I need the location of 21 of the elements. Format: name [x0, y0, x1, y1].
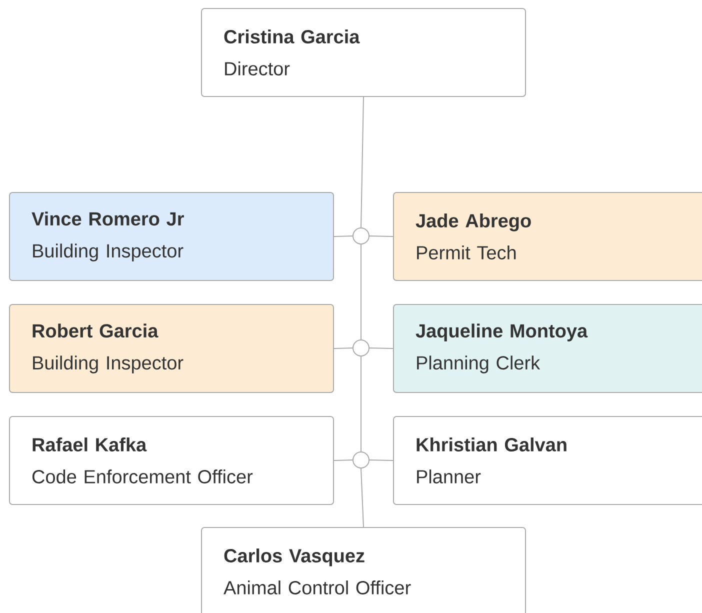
person-box: Rafael Kafka Code Enforcement Officer [9, 416, 334, 505]
junction-circle [352, 452, 370, 468]
connector-line [360, 244, 362, 340]
person-box: Jade Abrego Permit Tech [393, 192, 702, 281]
person-box: Jaqueline Montoya Planning Clerk [393, 304, 702, 393]
junction-circle [352, 228, 370, 244]
connector-line [334, 460, 353, 461]
person-box: Khristian Galvan Planner [393, 416, 702, 505]
connector-line [369, 348, 394, 349]
connector-line [360, 468, 364, 528]
connector-line [369, 460, 394, 461]
person-box: Carlos Vasquez Animal Control Officer [201, 527, 526, 613]
connector-line [334, 348, 353, 349]
connector-line [334, 236, 353, 237]
connector-line [369, 236, 394, 237]
connector-line [360, 96, 364, 228]
person-box: Cristina Garcia Director [201, 8, 526, 97]
connector-line [360, 356, 362, 452]
person-box: Robert Garcia Building Inspector [9, 304, 334, 393]
junction-circle [352, 340, 370, 356]
person-box: Vince Romero Jr Building Inspector [9, 192, 334, 281]
